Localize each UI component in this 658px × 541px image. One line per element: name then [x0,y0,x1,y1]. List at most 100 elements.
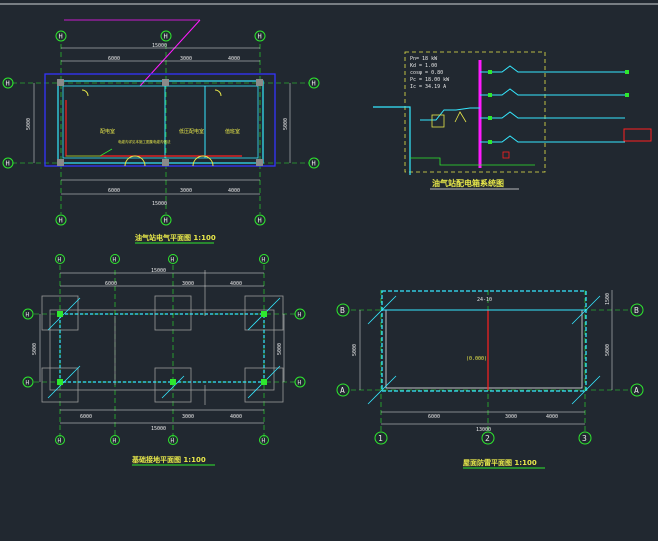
axis-bubble: H [110,435,120,445]
axis-bubble: H [168,254,178,264]
system-title: 油气站配电箱系统图 [432,178,504,188]
svg-text:A: A [634,386,639,395]
axis-bubble: H [168,435,178,445]
plan2-dim-bottom-total: 15000 [151,426,166,432]
plan3-dim-bottom-3: 4000 [546,414,558,420]
svg-text:H: H [6,80,10,88]
building-outline [44,73,276,167]
svg-text:H: H [6,160,10,168]
svg-text:Pc = 18.00 kW: Pc = 18.00 kW [410,77,450,83]
outgoing-circuits [480,65,625,143]
room-label-3: 值班室 [225,128,240,135]
axis-bubble: H [254,30,266,42]
plan3-dim-bottom-total: 13000 [476,427,491,433]
svg-text:H: H [258,217,262,225]
plan3-title: 屋面防雷平面图 1:100 [463,458,537,467]
distribution-system-diagram: Pn= 18 kW Kd = 1.00 cosφ = 0.80 Pc = 18.… [373,51,652,190]
plan1-dim-right: 5000 [283,118,289,130]
roof-center-label: (0.000) [466,356,487,362]
axis-bubble: H [160,30,172,42]
svg-text:H: H [59,217,63,225]
svg-text:2: 2 [485,434,490,443]
svg-text:H: H [164,217,168,225]
svg-text:H: H [58,438,62,445]
svg-text:H: H [258,33,262,41]
axis-bubble: H [2,77,14,89]
svg-text:H: H [164,33,168,41]
axis-bubble: H [22,376,34,388]
axis-bubble: B [630,303,644,317]
svg-text:B: B [340,306,345,315]
plan1-dim-left: 5000 [26,118,32,130]
plan1-dim-bottom-total: 15000 [152,201,167,207]
system-params: Pn= 18 kW Kd = 1.00 cosφ = 0.80 Pc = 18.… [410,56,450,90]
roof-top-label: 24-10 [477,297,492,303]
grounding-test-points [57,311,267,385]
svg-text:H: H [298,380,302,387]
svg-text:H: H [113,257,117,264]
plan1-title: 油气站电气平面图 1:100 [135,233,216,242]
plan1-dim-top-3: 4000 [228,56,240,62]
svg-text:3: 3 [582,434,587,443]
plan2-dim-top-1: 6000 [105,281,117,287]
svg-text:H: H [312,160,316,168]
svg-text:A: A [340,386,345,395]
svg-text:Kd = 1.00: Kd = 1.00 [410,63,437,69]
plan3-dim-right: 5000 [605,344,611,356]
axis-bubble: H [308,77,320,89]
plan3-dim-left: 5000 [352,344,358,356]
main-breaker [420,107,480,121]
ground-marker [502,151,510,159]
plan3-dim-bottom-2: 3000 [505,414,517,420]
plan2-axis-lines [34,265,296,440]
equipment-line [66,148,113,157]
plan2-dim-top-total: 15000 [151,268,166,274]
meter-box [431,114,445,128]
plan1-axis-lines [12,44,310,214]
svg-text:H: H [262,257,266,264]
axis-bubble: H [110,254,120,264]
plan2-dim-bottom-3: 4000 [230,414,242,420]
svg-text:H: H [171,438,175,445]
plan1-note: 电缆沟详见本施工图集电缆沟做法 [118,139,171,144]
plan3-axis-lines [351,290,630,434]
axis-bubble: H [294,308,306,320]
grounding-ring [59,313,265,383]
axis-bubble: H [308,157,320,169]
ground-line [410,157,535,166]
svg-text:H: H [113,438,117,445]
axis-bubble: 2 [481,431,495,445]
axis-bubble: H [294,376,306,388]
axis-bubble: B [336,303,350,317]
plan2-title: 基础接地平面图 1:100 [131,455,206,464]
plan1-dim-top-2: 3000 [180,56,192,62]
incoming-feeder [373,106,411,175]
plan1-axis-bubbles: H H H H H H H H H H [2,30,320,226]
svg-text:B: B [634,306,639,315]
svg-text:H: H [26,312,30,319]
axis-bubble: 1 [374,431,388,445]
svg-text:1: 1 [378,434,383,443]
magenta-leader-line [139,19,201,87]
plan1-inner-wall [62,85,259,159]
axis-bubble: 3 [578,431,592,445]
plan2-dim-right: 5000 [277,343,283,355]
axis-bubble: H [55,214,67,226]
axis-bubble: H [259,254,269,264]
down-conductors [367,295,601,405]
axis-bubble: H [22,308,34,320]
axis-bubble: H [55,30,67,42]
plan1-columns [57,79,263,166]
surge-protector [454,111,467,123]
roof-lightning-plan: 24-10 (0.000) 5000 5000 1500 6000 3000 4… [336,290,644,469]
plan3-dim-bottom-1: 6000 [428,414,440,420]
plan2-dim-bottom-2: 3000 [182,414,194,420]
cable-trench [65,100,242,157]
room-label-2: 低压配电室 [179,128,204,135]
svg-text:Pn= 18 kW: Pn= 18 kW [410,56,438,62]
plan2-dim-top-2: 3000 [182,281,194,287]
axis-bubble: A [630,383,644,397]
svg-text:Ic = 34.19 A: Ic = 34.19 A [410,84,446,90]
distribution-box-boundary [404,51,546,173]
plan1-dim-bottom-2: 3000 [180,188,192,194]
